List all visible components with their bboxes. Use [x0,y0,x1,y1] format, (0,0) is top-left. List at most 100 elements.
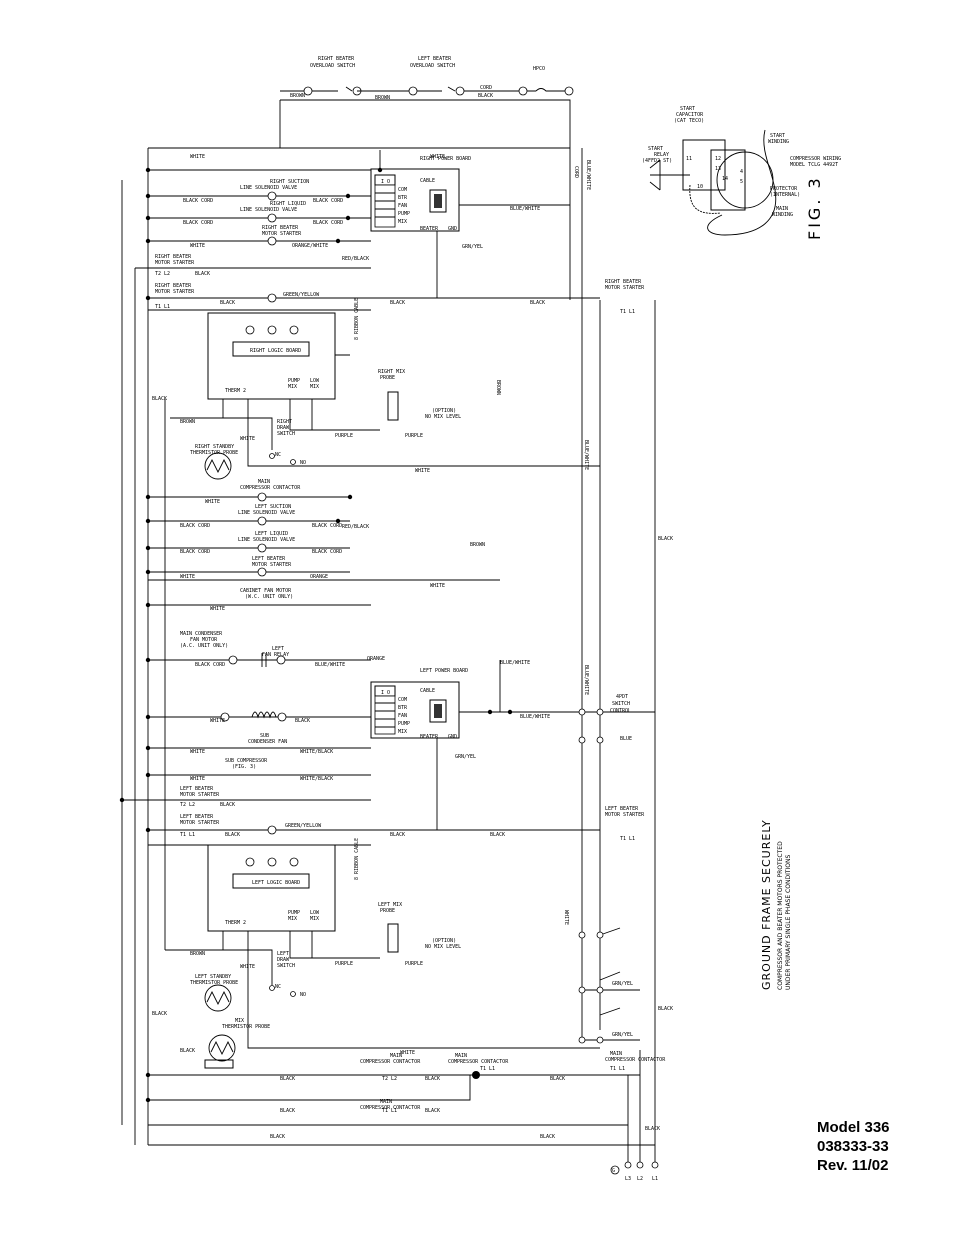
main-contactor-label-8: COMPRESSOR CONTACTOR [605,1057,666,1063]
start-capacitor-label-3: (CAT TECO) [674,118,704,124]
terminal-13: 13 [715,166,721,172]
terminal-l2: L2 [637,1176,643,1182]
mix-therm-2: THERMISTOR PROBE [222,1024,270,1030]
black-l4: BLACK [225,832,240,838]
left-beater-motor-3: LEFT BEATER [180,814,214,820]
black-l3: BLACK [490,832,505,838]
wire-black-v3: BLACK [658,536,673,542]
left-nc: NC [275,984,281,990]
ground-note: GROUND FRAME SECURELY COMPRESSOR AND BEA… [760,819,792,990]
control-switch-1: CONTROL [610,708,631,714]
left-standby-1: LEFT STANDBY [195,974,231,980]
sub-condenser-2: CONDENSER FAN [248,739,287,745]
left-board-fan: FAN [398,713,407,719]
right-components: WHITE WHITE RIGHT SUCTION LINE SOLENOID … [135,154,645,315]
black-cord-r1: BLACK CORD [183,198,213,204]
orange-white-r: ORANGE/WHITE [292,243,328,249]
main-winding-label: MAIN [776,206,788,212]
wire-grnyel-left: GRN/YEL [455,754,476,760]
left-draw-switch-3: SWITCH [277,963,295,969]
left-board-io: I O [381,690,390,696]
protection-note-1: COMPRESSOR AND BEATER MOTORS PROTECTED [777,841,784,990]
right-ribbon-label: 8 RIBBON CABLE [354,298,360,340]
black-r-3: BLACK [530,300,545,306]
left-power-board-label: LEFT POWER BOARD [420,668,468,674]
white-m2: WHITE [180,574,195,580]
left-board-btr: BTR [398,705,408,711]
t2-l2-main: T2 L2 [382,1076,397,1082]
left-overload-label-2: OVERLOAD SWITCH [410,63,455,69]
white-rl2: WHITE [240,436,255,442]
sub-condenser-1: SUB [260,733,269,739]
right-board-gnd: GND [448,226,457,232]
wire-black-7: BLACK [540,1134,555,1140]
start-winding-label-2: WINDING [768,139,789,145]
right-beater-motor-1: RIGHT BEATER [155,254,192,260]
black-cord-r4: BLACK CORD [313,220,343,226]
right-liquid-label-2: LINE SOLENOID VALVE [240,207,297,213]
bluewhite-v: BLUE/WHITE [583,440,589,470]
right-beater-motor-3: RIGHT BEATER [155,283,192,289]
left-board-mix: MIX [398,729,407,735]
black-cord-m1: BLACK CORD [180,523,210,529]
wire-black-3: BLACK [550,1076,565,1082]
left-power-cable-label: CABLE [420,688,435,694]
white-black-m2: WHITE/BLACK [300,776,333,782]
cord-v: CORD [573,166,579,178]
main-contactor-label-5: MAIN [380,1099,392,1105]
left-motor-starter-2: MOTOR STARTER [252,562,292,568]
control-switch-2: SWITCH [612,701,630,707]
t1-l1-l2: T1 L1 [620,836,635,842]
part-number: 038333-33 [817,1138,889,1155]
wire-black-4: BLACK [280,1108,295,1114]
left-no-mix-1: NO MIX LEVEL [425,944,461,950]
right-overload-label-1: RIGHT BEATER [318,56,355,62]
blue-white-m1: BLUE/WHITE [315,662,345,668]
main-contactor-label-6: COMPRESSOR CONTACTOR [360,1105,421,1111]
terminal-5: 5 [740,179,743,185]
left-standby-2: THERMISTOR PROBE [190,980,238,986]
left-beater-motor-4: MOTOR STARTER [180,820,220,826]
right-board-mix: MIX [398,219,407,225]
white-m5: WHITE [190,749,205,755]
black-cord-r2: BLACK CORD [313,198,343,204]
left-board-com: COM [398,697,407,703]
revision: Rev. 11/02 [817,1157,889,1174]
grn-yel-sw2: GRN/YEL [612,1032,633,1038]
fig-label: FIG. 3 [805,175,824,240]
t2-l2-r: T2 L2 [155,271,170,277]
protector-label-2: (INTERNAL) [770,192,800,198]
terminal-g: G [612,1168,615,1174]
left-suction-1: LEFT SUCTION [255,504,291,510]
left-mix-probe-2: PROBE [380,908,395,914]
left-liquid-1: LEFT LIQUID [255,531,288,537]
start-relay-label-3: (4FFD2 ST) [642,158,672,164]
wire-bluewhite-left2: BLUE/WHITE [500,660,530,666]
left-motor-starter-4: MOTOR STARTER [605,812,645,818]
start-capacitor-label: START [680,106,695,112]
left-board-beater: BEATER [420,734,439,740]
top-overload-section: RIGHT BEATER OVERLOAD SWITCH LEFT BEATER… [279,56,574,148]
main-contactor-label-4: COMPRESSOR CONTACTOR [448,1059,509,1065]
brown-wire-label-2: BROWN [375,95,390,101]
left-board-gnd: GND [448,734,457,740]
bluewhite-v2: BLUE/WHITE [583,665,589,695]
black-l1: BLACK [220,802,235,808]
white-m4: WHITE [210,718,225,724]
main-contactor-label-3: MAIN [455,1053,467,1059]
hpco-label: HPCO [533,66,545,72]
model-number: Model 336 [817,1119,890,1136]
right-nc: NC [275,452,281,458]
black-r-2: BLACK [390,300,405,306]
purple-r1: PURPLE [405,433,423,439]
red-black-m: RED/BLACK [342,524,369,530]
fan-relay-2: FAN RELAY [262,652,289,658]
right-logic-board: RIGHT LOGIC BOARD MIX LOW MIX PUMP THERM… [164,298,600,950]
left-mix-probe-1: LEFT MIX [378,902,402,908]
right-board-beater: BEATER [420,226,439,232]
brown-wire-rl: BROWN [180,419,195,425]
left-beater-motor-2: MOTOR STARTER [180,792,220,798]
right-mix-probe-1: RIGHT MIX [378,369,405,375]
left-logic-pin-4: PUMP [288,910,300,916]
wire-grnyel-right: GRN/YEL [462,244,483,250]
